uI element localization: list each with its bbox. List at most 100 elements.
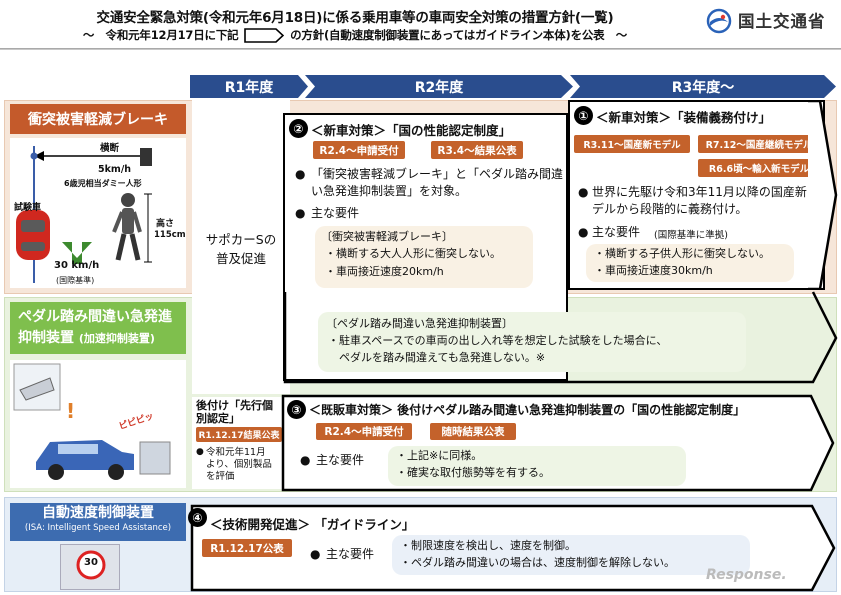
box4-badge: R1.12.17公表 — [202, 539, 292, 557]
box4-number: ④ — [188, 508, 207, 527]
box1-bullet1: 世界に先駆け令和3年11月以降の国産新モデルから段階的に義務付け。 — [592, 185, 819, 216]
box3-req-2: ・確実な取付態勢等を有する。 — [396, 466, 550, 479]
subtitle-pre: ～ 令和元年12月17日に下記 — [82, 28, 239, 42]
bullet-icon: ● — [196, 447, 204, 457]
pedal-req-1: ・駐車スペースでの車両の出し入れ等を想定した試験をした場合に、 — [328, 334, 668, 347]
supoka-column — [192, 100, 290, 394]
header-divider — [0, 48, 841, 50]
intl-std-label: (国際基準) — [56, 276, 95, 285]
pedal-title-line2: 抑制装置 — [18, 330, 74, 346]
box4-heading: ＜技術開発促進＞ 「ガイドライン」 — [210, 517, 415, 532]
speed-sign-icon — [76, 550, 106, 580]
pedal-car-diagram-icon: ! — [13, 363, 171, 480]
pedal-title: ペダル踏み間違い急発進 抑制装置 (加速抑制装置) — [10, 302, 186, 354]
box2-heading: ＜新車対策＞「国の性能認定制度」 — [311, 123, 512, 138]
box2-number: ② — [289, 119, 308, 138]
dummy-label: 6歳児相当ダミー人形 — [64, 179, 142, 188]
box1-badge-import: R6.6頃～輸入新モデル — [698, 159, 820, 177]
bullet-icon: ● — [578, 225, 589, 239]
retro-title-line2: 別認定」 — [196, 412, 240, 425]
box4-requirements: ・制限速度を検出し、速度を制御。 ・ペダル踏み間違いの場合は、速度制御を解除しな… — [392, 535, 750, 575]
box2-extension-outline — [283, 291, 838, 384]
pedal-req-title: 〔ペダル踏み間違い急発進抑制装置〕 — [326, 317, 513, 330]
retro-note: 令和元年11月 より、個別製品 を評価 — [206, 447, 272, 483]
box3-bullet: 主な要件 — [316, 453, 365, 467]
speed-sign-value: 30 — [84, 557, 98, 568]
box3-badge-apply: R2.4～申請受付 — [316, 423, 412, 440]
pedal-title-small: (加速抑制装置) — [78, 332, 155, 345]
height-value: 115cm — [154, 230, 186, 240]
retro-note-2: より、個別製品 — [206, 459, 272, 470]
watermark: Response. — [706, 567, 787, 583]
box4-req-1: ・制限速度を検出し、速度を制御。 — [400, 539, 576, 552]
retro-title-line1: 後付け「先行個 — [196, 399, 273, 412]
bullet-icon: ● — [310, 547, 321, 561]
mlit-emblem-icon — [706, 8, 732, 34]
box2-bullet1: 「衝突被害軽減ブレーキ」と「ペダル踏み間違い急発進抑制装置」を対象。 — [311, 167, 564, 198]
box1-requirements: ・横断する子供人形に衝突しない。 ・車両接近速度30km/h — [586, 244, 794, 282]
chevron-box-icon — [244, 28, 285, 43]
box1-req-1: ・横断する子供人形に衝突しない。 — [594, 247, 770, 260]
supoka-line2: 普及促進 — [215, 251, 266, 266]
logo-text: 国土交通省 — [738, 11, 826, 31]
pedal-requirements-box: 〔ペダル踏み間違い急発進抑制装置〕 ・駐車スペースでの車両の出し入れ等を想定した… — [318, 312, 746, 372]
box3-badge-results: 随時結果公表 — [430, 423, 516, 440]
bullet-icon: ● — [295, 206, 306, 220]
height-label: 高さ — [156, 219, 175, 229]
cross-label: 横断 — [100, 143, 120, 154]
box4-bullet: 主な要件 — [326, 547, 375, 561]
box3-req-1: ・上記※に同様。 — [396, 449, 483, 462]
svg-text:!: ! — [66, 399, 75, 423]
isa-title-main: 自動速度制御装置 — [42, 505, 154, 521]
year-header-r3: R3年度～ — [570, 75, 836, 98]
year-header-r1: R1年度 — [190, 75, 308, 98]
bullet-icon: ● — [295, 167, 306, 181]
pedal-req-2: ペダルを踏み間違えても急発進しない。※ — [328, 351, 546, 364]
box1-bullet2-note: (国際基準に準拠) — [654, 230, 728, 241]
mlit-logo: 国土交通省 — [706, 6, 836, 36]
box1-bullet2: 主な要件 — [592, 225, 641, 239]
supoka-line1: サポカーSの — [205, 232, 277, 247]
isa-title-sub: (ISA: Intelligent Speed Assistance) — [24, 523, 172, 533]
box-mandatory-equipment: ① ＜新車対策＞「装備義務付け」 R3.11～国産新モデル R7.12～国産継続… — [568, 100, 825, 290]
page-subtitle: ～ 令和元年12月17日に下記 の方針(自動速度制御装置にあってはガイドライン本… — [10, 27, 700, 43]
supoka-text: サポカーSの 普及促進 — [192, 230, 290, 268]
subtitle-post: の方針(自動速度制御装置にあってはガイドライン本体)を公表 ～ — [290, 28, 628, 42]
test-car-icon — [16, 210, 50, 260]
car-speed-label: 30 km/h — [54, 260, 100, 271]
retro-title: 後付け「先行個 別認定」 — [196, 399, 273, 425]
aeb-req-1: ・横断する大人人形に衝突しない。 — [325, 247, 501, 260]
bullet-icon: ● — [578, 185, 589, 199]
year-header-r2: R2年度 — [305, 75, 573, 98]
box2-bullet2: 主な要件 — [311, 206, 360, 220]
test-car-label: 試験車 — [14, 203, 42, 213]
retrofit-precert: 後付け「先行個 別認定」 R1.12.17結果公表 ● 令和元年11月 より、個… — [192, 397, 286, 489]
retro-note-3: を評価 — [206, 471, 235, 482]
aeb-test-illustration: 横断 5km/h 6歳児相当ダミー人形 試験車 高さ 115cm 30 km/h… — [10, 138, 186, 288]
retro-note-1: 令和元年11月 — [206, 447, 266, 458]
aeb-req-title: 〔衝突被害軽減ブレーキ〕 — [321, 230, 453, 243]
isa-title: 自動速度制御装置 (ISA: Intelligent Speed Assista… — [10, 503, 186, 541]
box3-heading: ＜既販車対策＞ 後付けペダル踏み間違い急発進抑制装置の「国の性能認定制度」 — [309, 403, 746, 417]
page-title: 交通安全緊急対策(令和元年6月18日)に係る乗用車等の車両安全対策の措置方針(一… — [96, 10, 614, 26]
aeb-req-2: ・車両接近速度20km/h — [325, 265, 444, 278]
child-dummy-icon — [112, 193, 142, 261]
box2-badge-apply: R2.4～申請受付 — [313, 141, 405, 159]
pedal-title-line1: ペダル踏み間違い急発進 — [18, 309, 172, 325]
aeb-diagram-icon — [16, 146, 152, 283]
box1-badge-domestic-new: R3.11～国産新モデル — [574, 135, 690, 153]
box1-heading: ＜新車対策＞「装備義務付け」 — [596, 110, 772, 125]
box1-badge-domestic-cont: R7.12～国産継続モデル — [698, 135, 820, 153]
box2-badge-results: R3.4～結果公表 — [431, 141, 523, 159]
pedal-illustration: ! ピピピッ — [10, 360, 186, 488]
aeb-title: 衝突被害軽減ブレーキ — [10, 104, 186, 134]
isa-sign-illustration: 30 — [60, 544, 120, 590]
retro-badge: R1.12.17結果公表 — [196, 427, 282, 442]
box1-req-2: ・車両接近速度30km/h — [594, 264, 713, 277]
aeb-requirements-box: 〔衝突被害軽減ブレーキ〕 ・横断する大人人形に衝突しない。 ・車両接近速度20k… — [315, 226, 533, 288]
box3-requirements: ・上記※に同様。 ・確実な取付態勢等を有する。 — [388, 446, 686, 486]
box1-number: ① — [574, 106, 593, 125]
box1-arrow-tip — [808, 100, 838, 290]
box3-number: ③ — [287, 400, 306, 419]
ped-speed-label: 5km/h — [98, 164, 132, 175]
